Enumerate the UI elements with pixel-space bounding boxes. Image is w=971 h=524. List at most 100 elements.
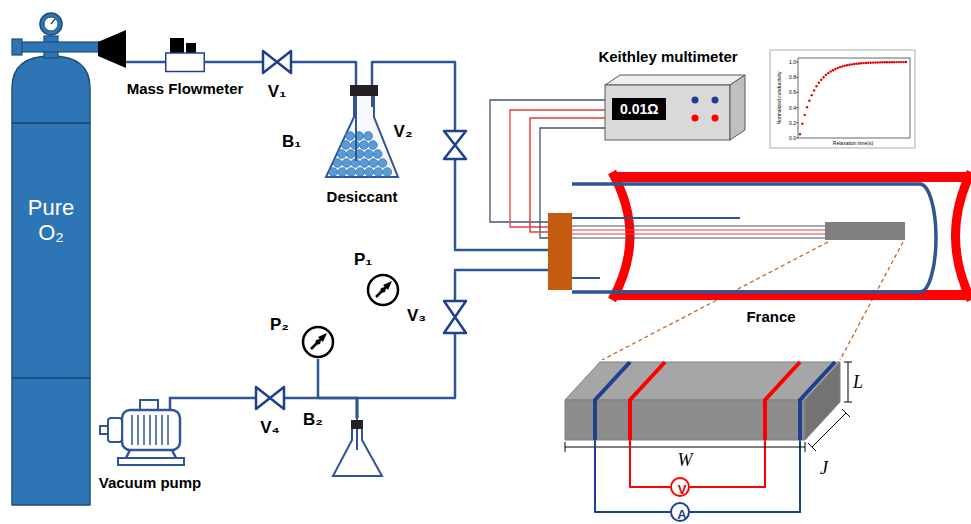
voltmeter-symbol: V bbox=[670, 477, 690, 497]
data-point bbox=[818, 82, 820, 84]
desiccant-flask: B₁Desiccant bbox=[322, 85, 402, 182]
data-point bbox=[891, 61, 893, 63]
plot-frame bbox=[770, 50, 915, 148]
mass-flowmeter: Mass Flowmeter bbox=[165, 38, 205, 72]
node-label: Mass Flowmeter bbox=[127, 80, 244, 97]
node-label: Keithley multimeter bbox=[598, 48, 737, 65]
data-point bbox=[815, 85, 817, 87]
data-point bbox=[893, 61, 895, 63]
data-point bbox=[825, 74, 827, 76]
axis-title: Relaxation time(s) bbox=[833, 141, 873, 146]
data-point bbox=[846, 64, 848, 66]
pressure-gauge: P₁ bbox=[366, 273, 400, 307]
tick-label: 0.4 bbox=[789, 105, 796, 110]
trap-flask-outline bbox=[330, 418, 385, 478]
node-label: P₂ bbox=[270, 315, 289, 335]
node-label: J bbox=[820, 458, 828, 479]
node-label: V₃ bbox=[407, 306, 426, 326]
data-point bbox=[827, 72, 829, 74]
data-point bbox=[832, 69, 834, 71]
valve-symbol-outline bbox=[443, 300, 467, 334]
gas-pipe bbox=[205, 61, 262, 64]
data-point bbox=[834, 68, 836, 70]
tick-label: 0.0 bbox=[789, 136, 796, 141]
data-point bbox=[801, 123, 803, 125]
data-point bbox=[862, 62, 864, 64]
data-points bbox=[799, 61, 907, 136]
node-label: W bbox=[678, 450, 693, 471]
desiccant-flask-outline bbox=[322, 85, 402, 182]
ammeter-symbol: A bbox=[670, 502, 690, 522]
electrode-wires bbox=[690, 440, 800, 512]
data-point bbox=[855, 63, 857, 65]
gas-pipe bbox=[455, 160, 548, 250]
tube-furnace: France bbox=[548, 168, 971, 303]
node-label: V₄ bbox=[260, 418, 279, 438]
sample-block: LWJ bbox=[565, 362, 840, 440]
data-point bbox=[895, 61, 897, 63]
valve-symbol-outline bbox=[255, 386, 285, 410]
tube-furnace-outline bbox=[548, 168, 971, 303]
node-label: Vacuum pump bbox=[99, 474, 202, 491]
vacuum-pump: Vacuum pump bbox=[100, 388, 200, 468]
node-label: V₂ bbox=[394, 122, 413, 142]
data-point bbox=[808, 100, 810, 102]
data-point bbox=[888, 61, 890, 63]
data-point bbox=[799, 133, 801, 135]
signal-wire bbox=[595, 440, 670, 512]
data-point bbox=[858, 62, 860, 64]
sample-block-outline bbox=[565, 362, 840, 440]
pressure-gauge-outline bbox=[301, 325, 335, 359]
data-point bbox=[829, 70, 831, 72]
gas-pipe bbox=[318, 359, 357, 418]
data-point bbox=[851, 63, 853, 65]
zoom-leaders bbox=[602, 242, 903, 360]
data-point bbox=[836, 67, 838, 69]
gas-pipe bbox=[126, 61, 165, 64]
node-label: L bbox=[853, 372, 863, 393]
multimeter: Keithley multimeter0.01Ω bbox=[605, 75, 745, 140]
data-point bbox=[822, 76, 824, 78]
data-point bbox=[886, 61, 888, 63]
node-label: P₁ bbox=[354, 250, 372, 270]
data-point bbox=[820, 79, 822, 81]
plot-axes bbox=[796, 58, 910, 138]
data-point bbox=[853, 63, 855, 65]
tick-label: 0.8 bbox=[789, 75, 796, 80]
data-point bbox=[872, 61, 874, 63]
node-label: V bbox=[678, 483, 687, 496]
dimension-lines bbox=[565, 362, 852, 452]
data-point bbox=[869, 61, 871, 63]
tick-label: 1.0 bbox=[789, 60, 796, 65]
node-label: V₁ bbox=[268, 82, 286, 102]
data-point bbox=[841, 65, 843, 67]
data-point bbox=[902, 61, 904, 63]
node-label: B₁ bbox=[282, 132, 301, 152]
node-label: A bbox=[677, 508, 686, 521]
valve-symbol: V₂ bbox=[443, 130, 467, 160]
vacuum-pump-outline bbox=[100, 388, 200, 468]
data-point bbox=[900, 61, 902, 63]
valve-symbol-outline bbox=[262, 50, 292, 74]
gas-pipe bbox=[455, 270, 548, 300]
node-label: 0.01Ω bbox=[612, 98, 666, 120]
node-label: France bbox=[746, 308, 795, 325]
data-point bbox=[806, 106, 808, 108]
gas-pipe bbox=[292, 62, 356, 85]
data-point bbox=[811, 94, 813, 96]
data-point bbox=[874, 61, 876, 63]
data-point bbox=[905, 61, 907, 63]
valve-symbol: V₁ bbox=[262, 50, 292, 74]
data-point bbox=[867, 62, 869, 64]
gas-pipe bbox=[200, 397, 255, 400]
pressure-gauge: P₂ bbox=[301, 325, 335, 359]
signal-wire bbox=[630, 440, 670, 487]
axis-title: Normalized conductivity bbox=[777, 72, 782, 125]
mass-flowmeter-outline bbox=[165, 38, 205, 72]
data-point bbox=[844, 65, 846, 67]
gas-pipe bbox=[372, 62, 455, 130]
trap-flask: B₂ bbox=[330, 418, 385, 478]
data-point bbox=[813, 89, 815, 91]
tick-label: 0.2 bbox=[789, 120, 796, 125]
